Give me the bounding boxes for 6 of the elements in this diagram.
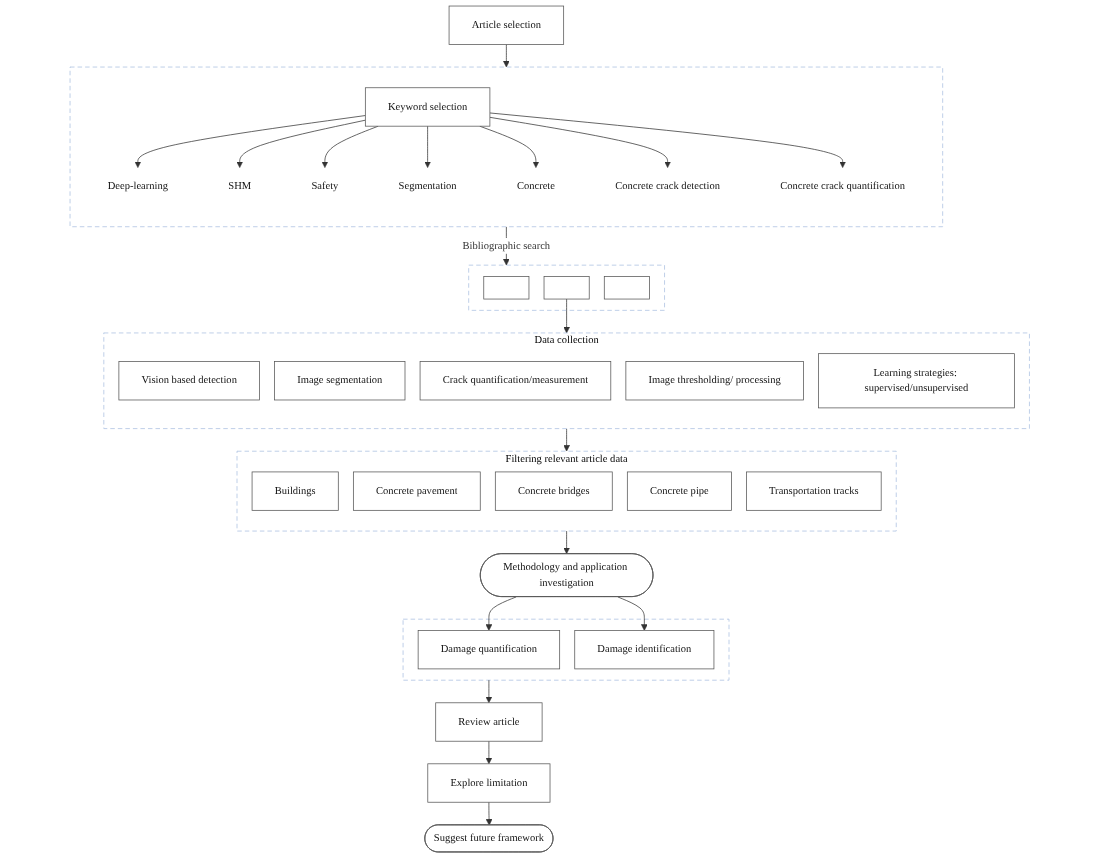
cluster bbox=[468, 264, 666, 311]
node-box bbox=[483, 276, 530, 300]
node-box bbox=[604, 276, 651, 300]
cluster bbox=[69, 66, 944, 228]
node-box bbox=[543, 276, 590, 300]
cluster bbox=[402, 618, 730, 681]
